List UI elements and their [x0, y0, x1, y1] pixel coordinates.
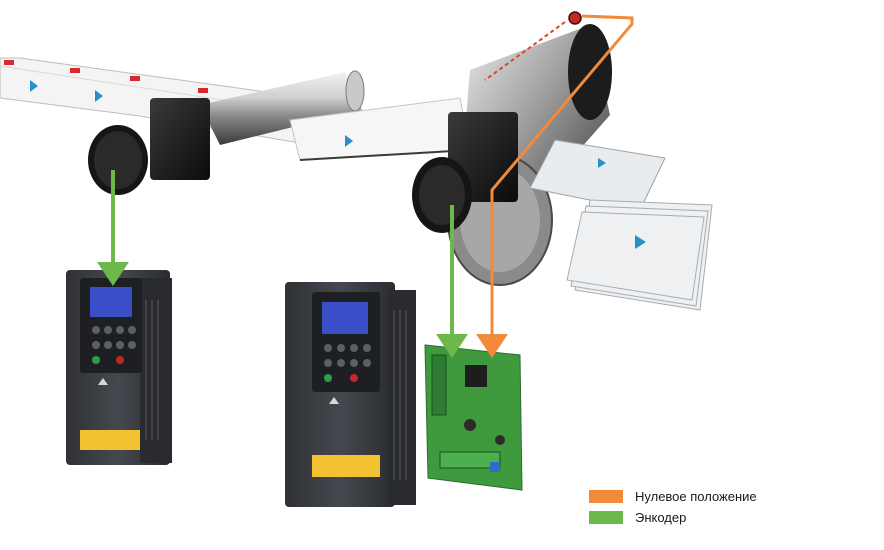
roller-left: [200, 70, 365, 145]
zero-position-sensor: [484, 11, 582, 81]
legend-swatch-orange: [589, 489, 623, 503]
encoder-motor-left: [88, 98, 210, 195]
sheet-stack: [529, 139, 713, 311]
legend: Нулевое положение Энкодер: [589, 486, 757, 528]
vfd-drive-left: [66, 270, 172, 465]
encoder-arrow-left: [97, 170, 129, 286]
zero-position-arrow: [476, 14, 634, 358]
legend-item-zero-position: Нулевое положение: [589, 486, 757, 506]
film-strip-right: [289, 97, 471, 161]
vfd-drive-right: [285, 282, 416, 507]
legend-swatch-green: [589, 510, 623, 524]
legend-item-encoder: Энкодер: [589, 507, 757, 527]
legend-label-encoder: Энкодер: [635, 509, 687, 525]
legend-label-zero-position: Нулевое положение: [635, 488, 757, 504]
encoder-pcb-card: [424, 344, 523, 491]
encoder-arrow-right: [436, 205, 468, 358]
